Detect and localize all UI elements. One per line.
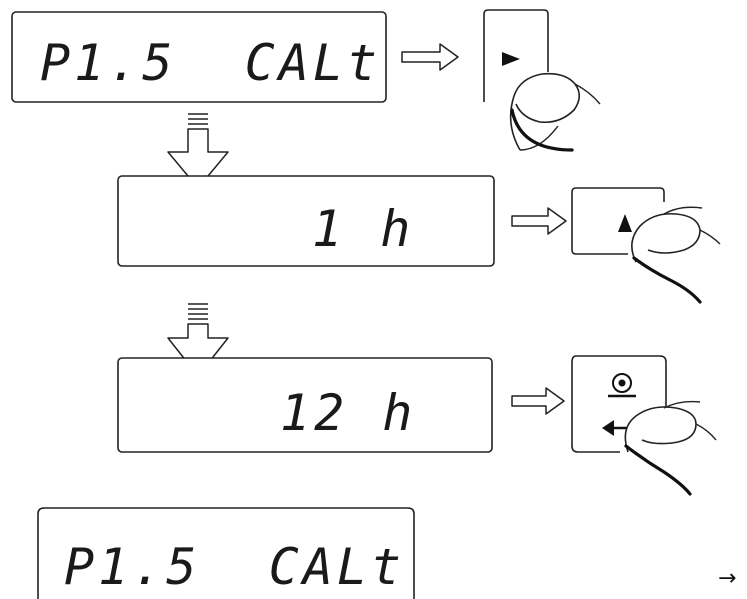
display-panel-1: P1.5 CALt xyxy=(11,11,387,103)
trailing-arrow-symbol: → xyxy=(718,566,737,591)
display-2-text: 1 h xyxy=(312,200,414,258)
hollow-right-arrow-3 xyxy=(511,387,565,415)
enter-target-icon xyxy=(608,373,636,398)
hollow-down-arrow-1 xyxy=(167,113,229,189)
display-3-text: 12 h xyxy=(280,384,416,442)
display-4-text: P1.5 CALt xyxy=(64,538,405,596)
finger-icon-2 xyxy=(631,206,721,304)
finger-icon-1 xyxy=(509,72,601,152)
enter-key-button[interactable] xyxy=(571,355,717,496)
hollow-right-arrow-1 xyxy=(401,43,459,71)
display-panel-2: 1 h xyxy=(117,175,495,267)
display-1-text: P1.5 CALt xyxy=(40,34,381,92)
hollow-down-arrow-2 xyxy=(167,303,229,377)
display-panel-4: P1.5 CALt xyxy=(37,507,415,599)
right-triangle-icon xyxy=(502,52,520,66)
right-key-button[interactable] xyxy=(483,9,601,152)
up-key-button[interactable] xyxy=(571,187,721,304)
hollow-right-arrow-2 xyxy=(511,207,567,235)
display-panel-3: 12 h xyxy=(117,357,493,453)
up-triangle-icon xyxy=(618,214,632,232)
finger-icon-3 xyxy=(624,400,717,496)
